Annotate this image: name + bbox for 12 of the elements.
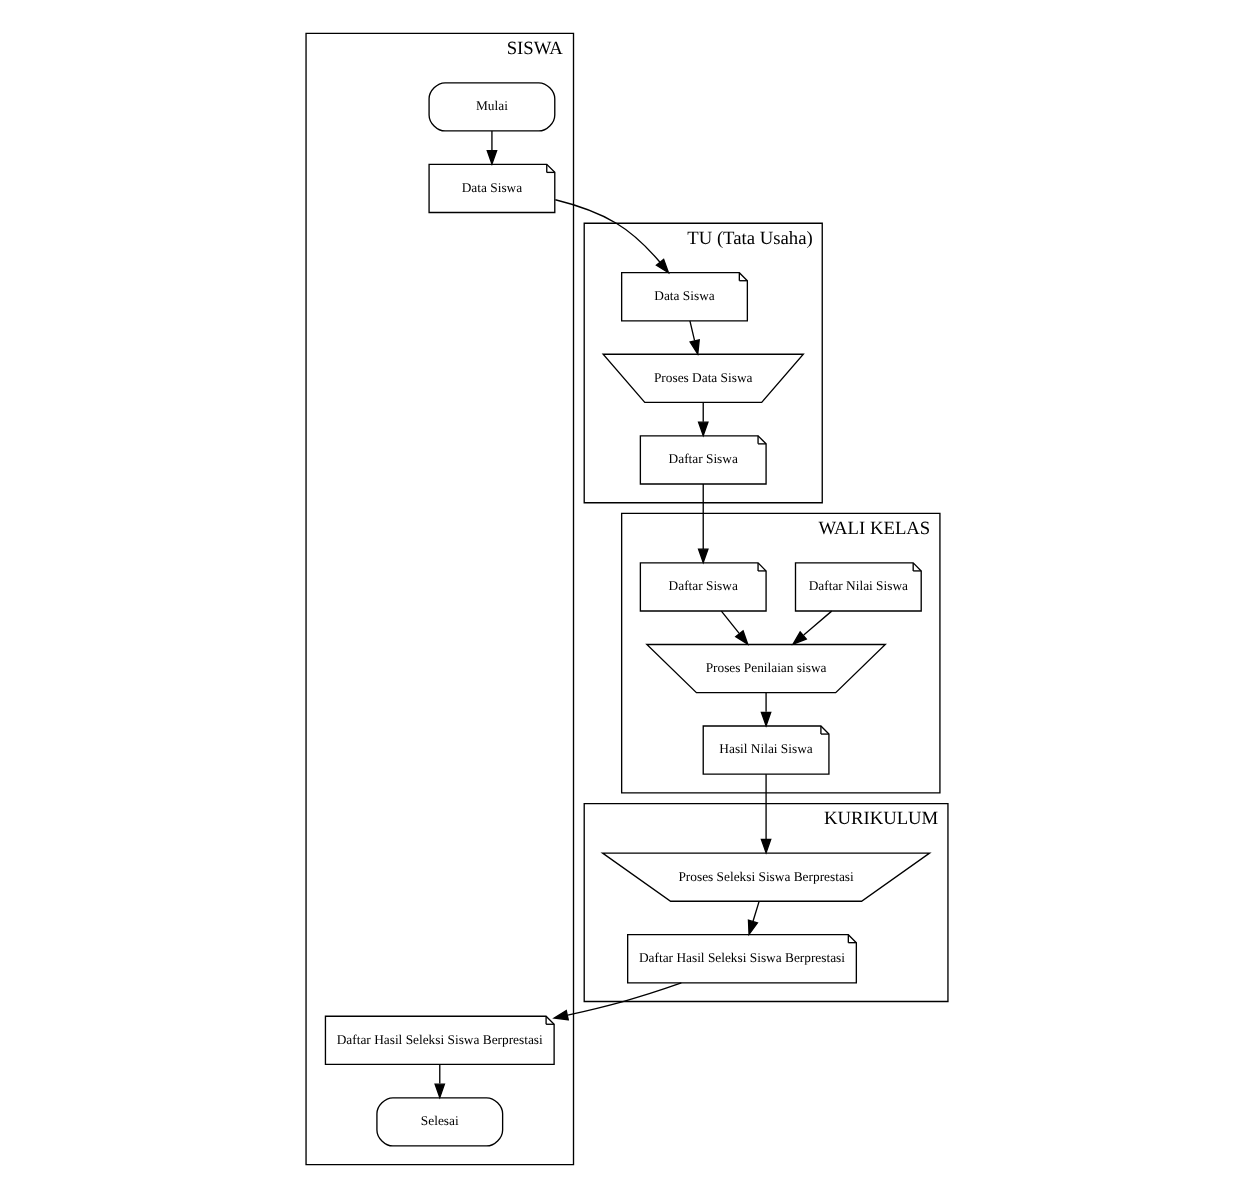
arrow [760,692,772,728]
arrow [747,900,760,937]
arrow [720,610,749,646]
arrow [552,982,682,1021]
arrow [689,320,700,356]
arrow [697,401,709,438]
arrow [434,1063,446,1100]
arrow [486,130,498,167]
arrow [760,773,772,855]
arrow [697,483,709,565]
arrow [554,199,670,275]
arrow [791,610,833,646]
